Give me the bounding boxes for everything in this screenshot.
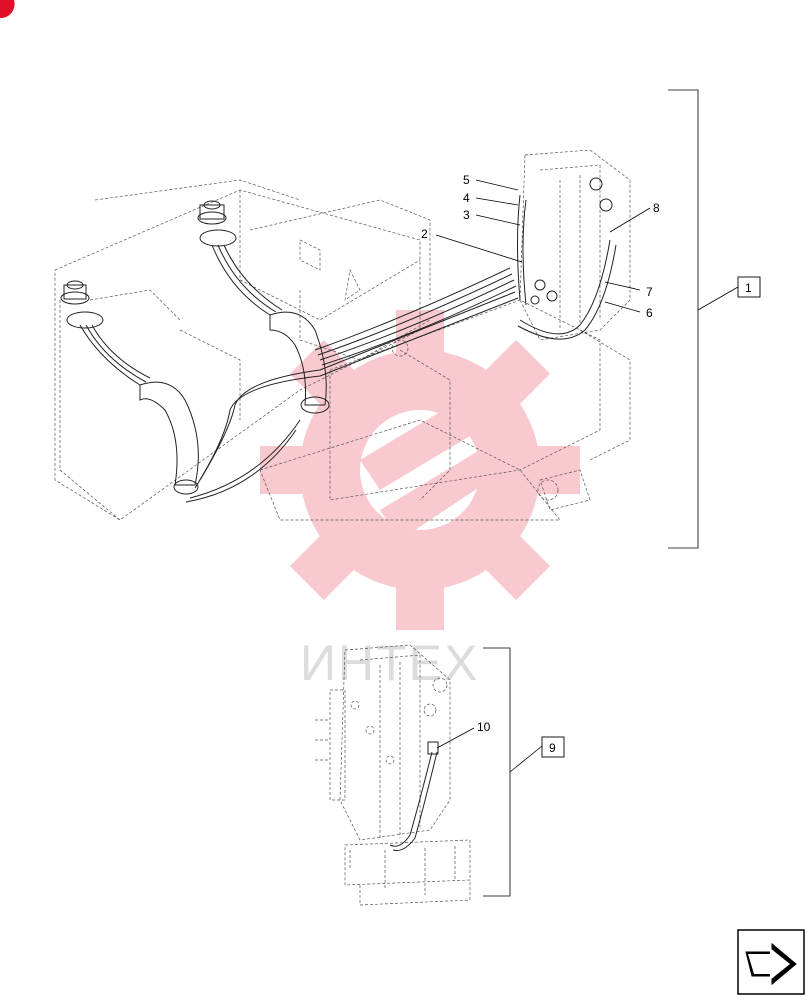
pilot-hose-bundle (185, 194, 617, 503)
callout-5: 5 (463, 173, 470, 187)
callout-9: 9 (549, 741, 556, 755)
bracket-item-1 (668, 89, 761, 549)
callout-4: 4 (463, 191, 470, 205)
left-joystick (60, 280, 151, 386)
callout-7: 7 (646, 285, 653, 299)
callout-8: 8 (653, 201, 660, 215)
hose-item-10 (389, 741, 439, 851)
callout-leader-10 (436, 727, 475, 749)
callout-leaders-upper (435, 179, 651, 313)
watermark-gear-logo (260, 310, 580, 630)
watermark-text: ИНТЕХ (300, 635, 479, 691)
right-joystick (197, 200, 283, 316)
callout-1: 1 (745, 281, 752, 295)
callout-6: 6 (646, 306, 653, 320)
next-page-arrow-icon[interactable] (737, 929, 805, 995)
bracket-item-9 (483, 647, 565, 897)
callout-10: 10 (477, 720, 491, 734)
hose-sleeves (139, 311, 330, 495)
callout-2: 2 (421, 227, 428, 241)
valve-detail-lower (315, 644, 471, 906)
callout-3: 3 (463, 208, 470, 222)
corner-badge (0, 0, 15, 19)
control-valve-block (519, 149, 631, 341)
